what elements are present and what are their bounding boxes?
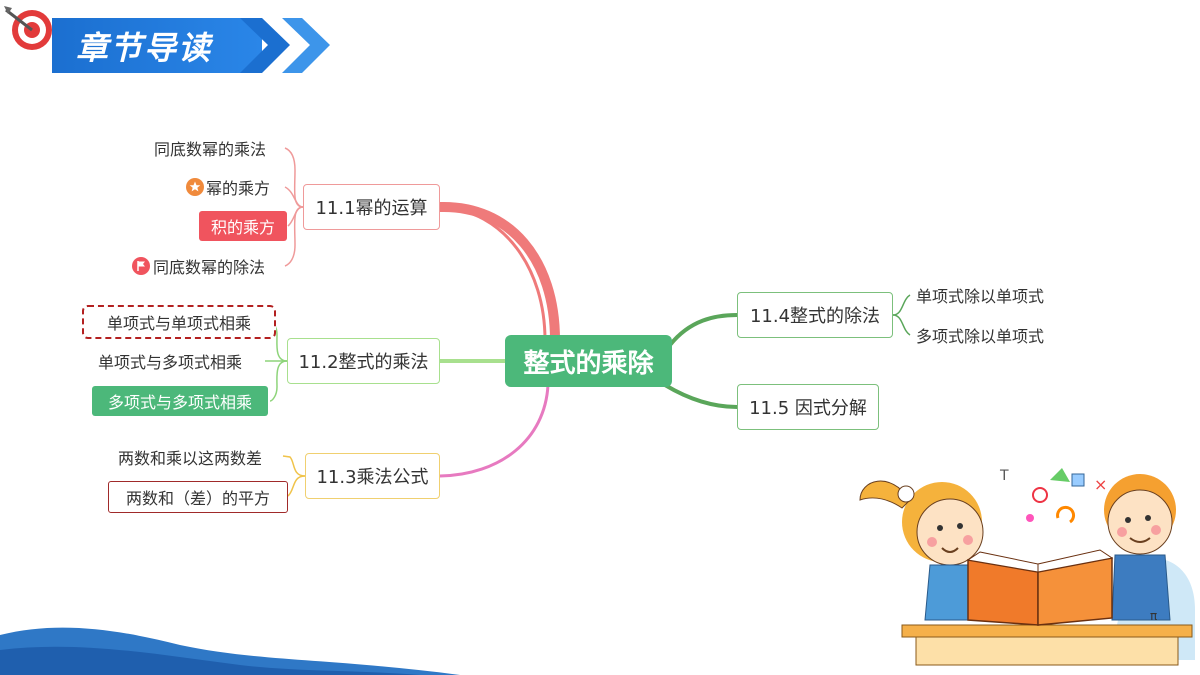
center-topic: 整式的乘除: [505, 335, 672, 387]
leaf-power-of-power: 幂的乘方: [206, 179, 271, 198]
branch-multiplication-formula: 11.3乘法公式: [305, 453, 440, 499]
leaf-power-of-power-row: 幂的乘方: [186, 176, 270, 198]
branch-polynomial-multiply: 11.2整式的乘法: [287, 338, 440, 384]
leaf-mono-times-mono: 单项式与单项式相乘: [82, 305, 276, 339]
leaf-poly-times-poly: 多项式与多项式相乘: [92, 386, 268, 416]
section-title: 章节导读: [52, 18, 262, 73]
svg-text:×: ×: [1094, 475, 1107, 494]
leaf-same-base-divide-row: 同底数幂的除法: [132, 255, 265, 277]
star-badge-icon: [186, 178, 204, 196]
leaf-poly-div-mono: 多项式除以单项式: [916, 327, 1045, 346]
branch-power-operations: 11.1幂的运算: [303, 184, 440, 230]
leaf-sum-times-difference: 两数和乘以这两数差: [118, 449, 263, 468]
leaf-same-base-divide: 同底数幂的除法: [153, 258, 266, 277]
svg-text:π: π: [1150, 609, 1157, 623]
dart-target-icon: [4, 6, 52, 50]
bottom-wave-decoration: [0, 627, 460, 675]
chevron-arrows-icon: [240, 18, 330, 73]
leaf-mono-times-poly: 单项式与多项式相乘: [98, 353, 243, 372]
leaf-square-of-sum: 两数和（差）的平方: [108, 481, 288, 513]
svg-text:T: T: [999, 468, 1009, 484]
leaf-mono-div-mono: 单项式除以单项式: [916, 287, 1045, 306]
leaf-power-of-product: 积的乘方: [199, 211, 287, 241]
branch-factorization: 11.5 因式分解: [737, 384, 879, 430]
leaf-same-base-multiply: 同底数幂的乘法: [154, 140, 267, 159]
flag-badge-icon: [132, 257, 150, 275]
kids-reading-book-illustration: T × π: [859, 468, 1195, 666]
branch-polynomial-divide: 11.4整式的除法: [737, 292, 893, 338]
